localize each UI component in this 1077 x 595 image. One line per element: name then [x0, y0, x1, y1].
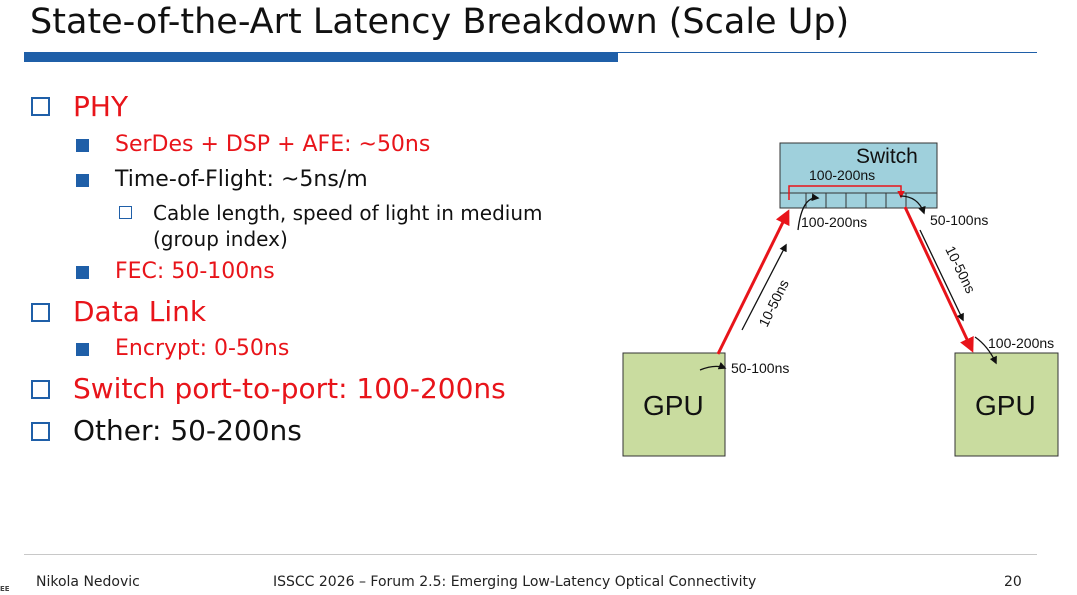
left-link-label: 10-50ns: [755, 277, 792, 329]
gpu-left-out-arrow: [699, 362, 727, 371]
footer-rule: [24, 554, 1037, 555]
gpu-right-in-label: 100-200ns: [988, 335, 1054, 351]
title-rule-thin: [24, 52, 1037, 53]
gpu-left-box: [622, 352, 726, 457]
title-rule-thick: [24, 53, 618, 62]
bullet-encrypt: Encrypt: 0-50ns: [115, 336, 290, 361]
gpu-right-box: [954, 352, 1059, 457]
switch-internal-red-path: [788, 185, 905, 200]
bullet-time-of-flight: Time-of-Flight: ~5ns/m: [115, 167, 368, 192]
filled-square-bullet-icon: [76, 139, 89, 152]
switch-egress-arrow: [899, 195, 926, 215]
filled-square-bullet-icon: [76, 174, 89, 187]
gpu-left-out-label: 50-100ns: [731, 360, 789, 376]
footer-page-number: 20: [1004, 574, 1022, 590]
switch-ingress-arrow: [797, 193, 820, 231]
bullet-cable-line-1: Cable length, speed of light in medium: [153, 201, 543, 225]
switch-label: Switch: [856, 145, 918, 168]
bullet-serdes: SerDes + DSP + AFE: ~50ns: [115, 132, 431, 157]
right-link-arrow: [919, 229, 964, 322]
switch-internal-label: 100-200ns: [809, 167, 875, 183]
bullet-data-link: Data Link: [73, 295, 207, 328]
switch-ingress-label: 100-200ns: [801, 214, 867, 230]
bullet-cable-line-2: (group index): [153, 227, 288, 251]
open-square-bullet-icon: [31, 380, 50, 399]
red-path-down: [903, 206, 974, 353]
latency-diagram: Switch 100-200ns GPU GPU 100-200ns 50-10…: [622, 142, 1059, 457]
bullet-switch-port: Switch port-to-port: 100-200ns: [73, 372, 506, 405]
left-link-arrow: [741, 243, 787, 331]
open-square-bullet-icon: [119, 206, 132, 219]
gpu-right-in-arrow: [974, 336, 997, 365]
slide-title: State-of-the-Art Latency Breakdown (Scal…: [30, 2, 850, 42]
filled-square-bullet-icon: [76, 266, 89, 279]
open-square-bullet-icon: [31, 303, 50, 322]
bullet-phy: PHY: [73, 90, 129, 123]
switch-egress-label: 50-100ns: [930, 212, 988, 228]
gpu-right-label: GPU: [975, 390, 1036, 421]
bullet-fec: FEC: 50-100ns: [115, 259, 275, 284]
open-square-bullet-icon: [31, 97, 50, 116]
ieee-logo: EE: [0, 585, 10, 593]
red-path-up: [716, 209, 790, 355]
open-square-bullet-icon: [31, 422, 50, 441]
footer-event: ISSCC 2026 – Forum 2.5: Emerging Low-Lat…: [273, 574, 757, 590]
filled-square-bullet-icon: [76, 343, 89, 356]
footer-author: Nikola Nedovic: [36, 574, 140, 590]
gpu-left-label: GPU: [643, 390, 704, 421]
bullet-other: Other: 50-200ns: [73, 414, 302, 447]
